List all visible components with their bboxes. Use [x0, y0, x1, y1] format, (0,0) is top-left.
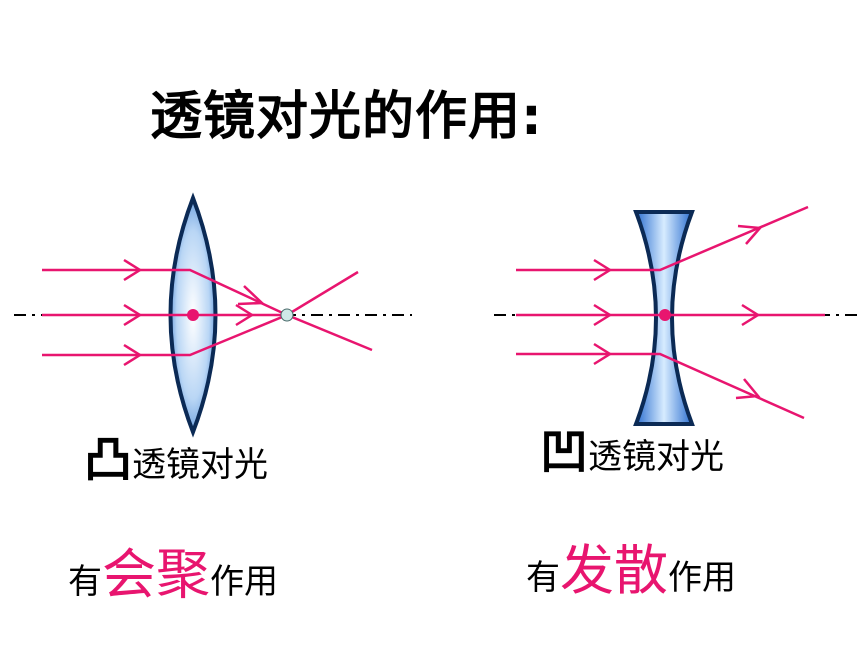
concave-caption-text: 透镜对光 — [588, 437, 725, 477]
concave-arrow-mid-out — [741, 303, 761, 327]
concave-lens-group — [494, 205, 860, 426]
convex-caption: 凸透镜对光 — [84, 420, 268, 490]
convex-ray-bottom — [42, 313, 373, 357]
convex-caption-text: 透镜对光 — [132, 445, 269, 485]
convex-effect-prefix: 有 — [68, 562, 102, 602]
concave-caption: 凹透镜对光 — [540, 412, 724, 482]
concave-arrow-bottom — [593, 342, 613, 366]
convex-lens-group — [14, 192, 412, 438]
concave-arrow-top-out — [737, 224, 763, 245]
convex-ray-top — [42, 268, 359, 317]
convex-arrow-mid — [123, 303, 143, 327]
convex-lens-char: 凸 — [84, 432, 133, 488]
convex-optical-center — [187, 309, 199, 321]
concave-arrow-mid — [593, 303, 613, 327]
concave-lens-char: 凹 — [540, 424, 589, 480]
page-title: 透镜对光的作用: — [150, 87, 543, 147]
convex-arrow-top-refract — [237, 285, 266, 306]
concave-effect: 有发散作用 — [526, 526, 736, 605]
convex-arrow-top — [123, 258, 143, 282]
concave-optical-center — [659, 309, 671, 321]
convex-effect-suffix: 作用 — [210, 562, 278, 602]
concave-effect-suffix: 作用 — [668, 558, 736, 598]
convex-effect-word: 会聚 — [102, 543, 210, 606]
convex-effect: 有会聚作用 — [68, 530, 278, 609]
concave-arrow-bottom-out — [735, 378, 761, 400]
convex-arrow-mid-2 — [235, 303, 255, 327]
convex-focal-point — [280, 308, 294, 322]
convex-rays — [42, 258, 373, 367]
concave-effect-prefix: 有 — [526, 558, 560, 598]
concave-effect-word: 发散 — [560, 539, 668, 602]
convex-arrow-bottom — [123, 343, 143, 367]
concave-arrow-top — [593, 258, 613, 282]
